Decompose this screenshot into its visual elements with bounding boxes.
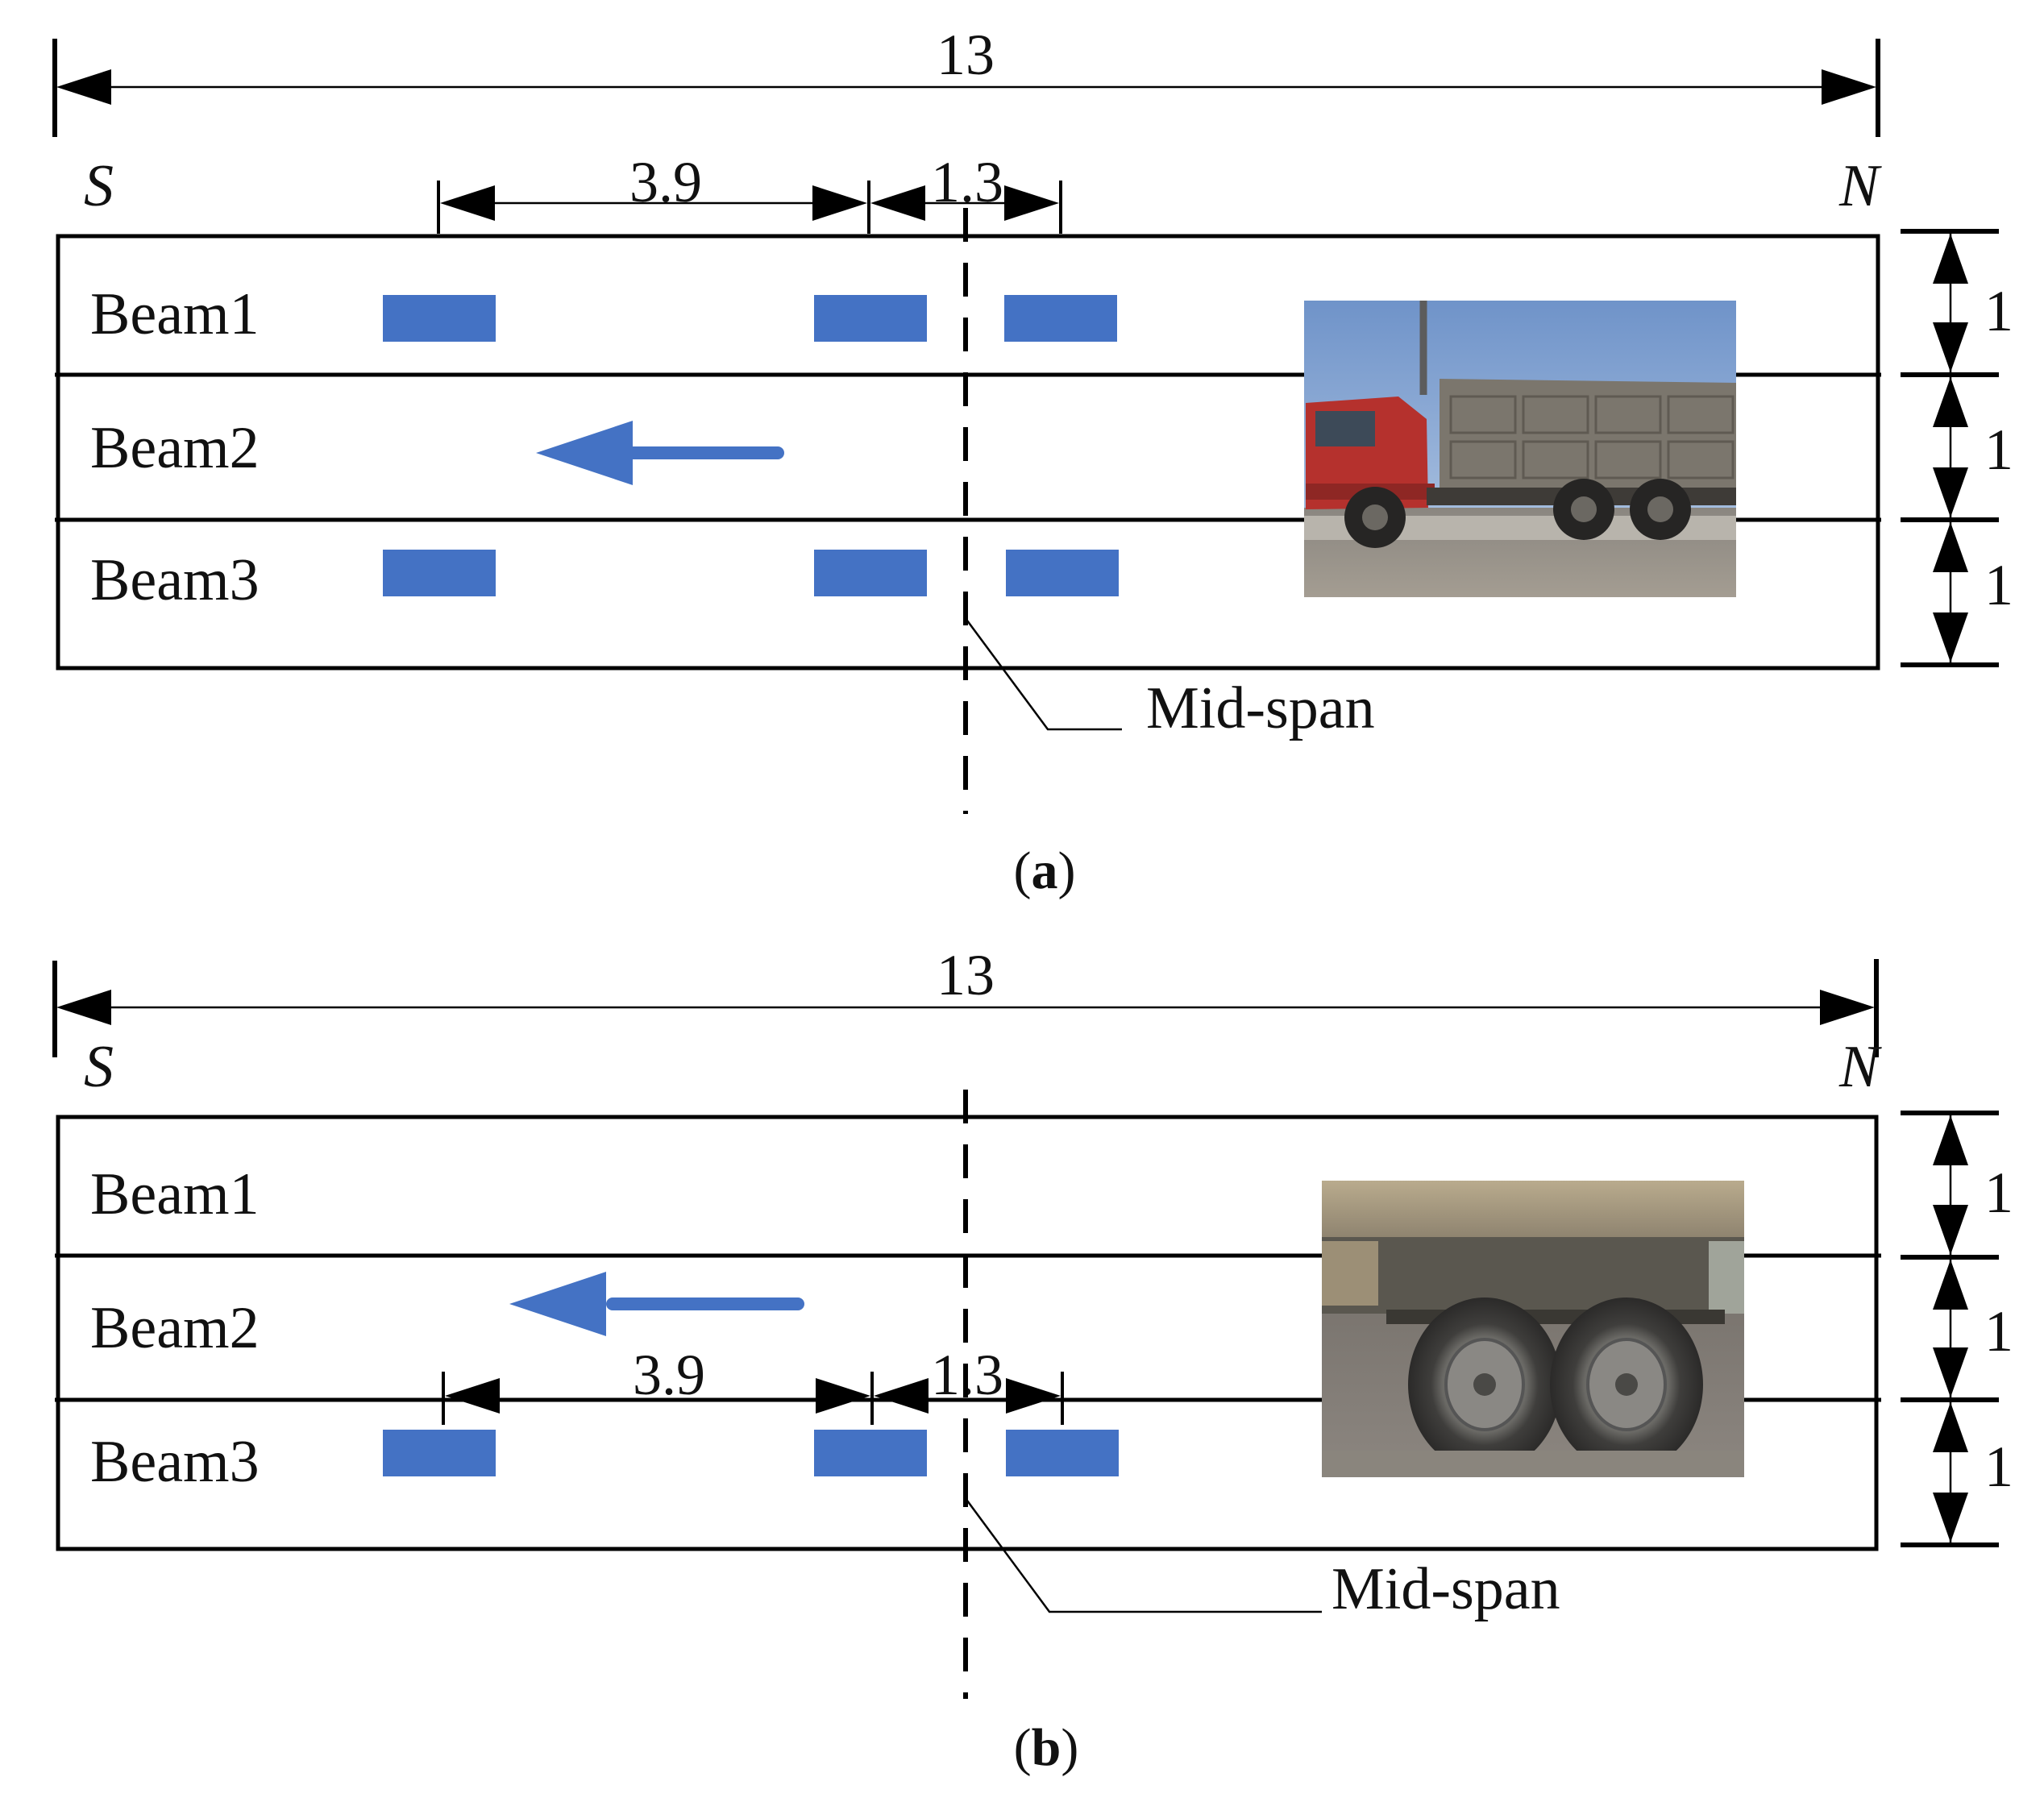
span-length-label: 13 (937, 23, 995, 87)
beam-width-dimension: 1 1 1 (1901, 229, 2013, 667)
beam-label: Beam3 (90, 547, 260, 613)
truck-wheels-photo-icon (1322, 1181, 1744, 1477)
travel-direction-arrow-icon (536, 421, 784, 485)
span-length-label: 13 (937, 943, 995, 1007)
wheel-load-block (383, 1430, 496, 1476)
wheel-load-block (814, 295, 927, 342)
panel-a-caption: (a) (1014, 841, 1076, 900)
wheel-load-block (1006, 1430, 1119, 1476)
beam-label: Beam2 (90, 1295, 260, 1361)
axle-spacing-1-label: 3.9 (633, 1343, 705, 1407)
wheel-load-block (1006, 550, 1119, 596)
beam-width-label: 1 (1984, 417, 2013, 482)
panel-b-caption: (b) (1014, 1718, 1079, 1777)
beam-label: Beam1 (90, 281, 260, 347)
north-label: N (1838, 1034, 1882, 1100)
panel-b: 13 S N Beam1 Beam2 Beam3 3.9 1.3 (52, 943, 2013, 1699)
axle-spacing-1-label: 3.9 (629, 150, 702, 214)
beam-width-label: 1 (1984, 1299, 2013, 1364)
panel-a: 13 S N 3.9 1.3 Beam1 Beam2 Beam3 (52, 23, 2013, 814)
wheel-load-block (814, 550, 927, 596)
arrowhead-right-icon (1820, 990, 1875, 1025)
wheel-load-block (383, 295, 496, 342)
axle-spacing-dimension: 3.9 1.3 (437, 150, 1062, 234)
beam-label: Beam2 (90, 415, 260, 481)
span-dimension: 13 (52, 943, 1879, 1057)
beam-label: Beam1 (90, 1161, 260, 1227)
mid-span-leader (966, 1500, 1322, 1613)
beam-width-label: 1 (1984, 279, 2013, 343)
mid-span-label: Mid-span (1146, 675, 1375, 741)
wheel-load-block (814, 1430, 927, 1476)
axle-spacing-dimension: 3.9 1.3 (442, 1343, 1064, 1425)
travel-direction-arrow-icon (509, 1272, 804, 1336)
arrowhead-right-icon (1822, 69, 1876, 105)
beam-width-dimension: 1 1 1 (1901, 1111, 2013, 1547)
wheel-load-block (1004, 295, 1117, 342)
span-dimension: 13 (52, 23, 1880, 137)
axle-spacing-2-label: 1.3 (931, 150, 1003, 214)
mid-span-label: Mid-span (1332, 1556, 1560, 1622)
mid-span-leader (966, 620, 1122, 731)
beam-width-label: 1 (1984, 1435, 2013, 1499)
arrowhead-left-icon (56, 69, 111, 105)
beam-label: Beam3 (90, 1429, 260, 1495)
dump-truck-photo-icon (1304, 301, 1736, 597)
arrowhead-left-icon (56, 990, 111, 1025)
beam-width-label: 1 (1984, 553, 2013, 617)
south-label: S (84, 1034, 114, 1100)
south-label: S (84, 153, 114, 219)
beam-width-label: 1 (1984, 1161, 2013, 1225)
north-label: N (1838, 153, 1882, 219)
wheel-load-block (383, 550, 496, 596)
